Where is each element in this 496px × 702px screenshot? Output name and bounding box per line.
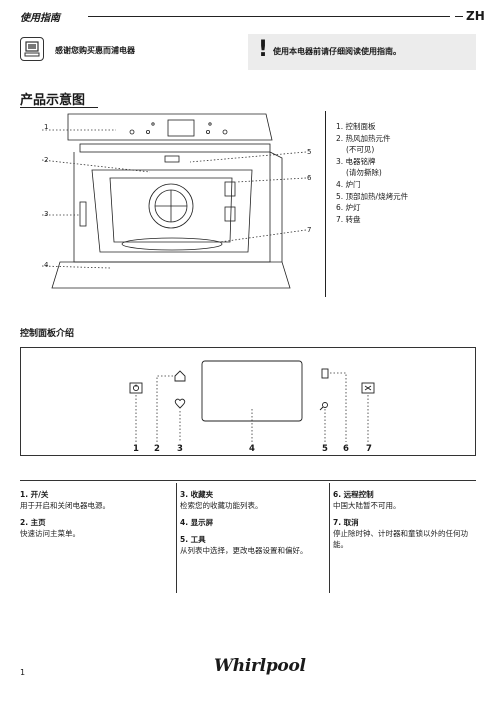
brand-logo: Whirlpool <box>214 656 306 676</box>
parts-list: 1. 控制面板 2. 热风加热元件 (不可见) 3. 电器铭牌 (请勿撕除) 4… <box>336 121 408 225</box>
header-rule <box>88 16 450 17</box>
callout-2: 2 <box>44 156 49 164</box>
panel-number-4: 4 <box>249 444 255 454</box>
panel-number-2: 2 <box>154 444 160 454</box>
description-column-1: 1. 开/关 用于开启和关闭电器电源。 2. 主页 快速访问主菜单。 <box>20 489 170 539</box>
item-heading: 5. 工具 <box>180 535 206 544</box>
item-heading: 7. 取消 <box>333 518 359 527</box>
panel-number-6: 6 <box>343 444 349 454</box>
description-column-3: 6. 远程控制 中国大陆暂不可用。 7. 取消 停止除时钟、计时器和童锁以外的任… <box>333 489 473 550</box>
column-divider <box>329 483 330 593</box>
column-divider <box>176 483 177 593</box>
panel-section-title: 控制面板介绍 <box>20 329 75 339</box>
callout-4: 4 <box>44 261 49 269</box>
callout-7: 7 <box>307 226 312 234</box>
description-column-2: 3. 收藏夹 检索您的收藏功能列表。 4. 显示屏 5. 工具 从列表中选择，更… <box>180 489 325 556</box>
item-heading: 1. 开/关 <box>20 490 49 499</box>
item-body: 用于开启和关闭电器电源。 <box>20 501 110 510</box>
description-rule <box>20 480 476 481</box>
parts-note: (不可见) <box>346 145 375 155</box>
language-code: ZH <box>466 9 485 23</box>
computer-icon <box>20 37 44 61</box>
item-heading: 2. 主页 <box>20 518 46 527</box>
panel-number-3: 3 <box>177 444 183 454</box>
callout-6: 6 <box>307 174 312 182</box>
parts-item: 7. 转盘 <box>336 214 361 224</box>
control-panel-box <box>20 347 476 456</box>
parts-divider <box>325 111 326 297</box>
warning-box <box>248 34 476 70</box>
item-body: 停止除时钟、计时器和童锁以外的任何功能。 <box>333 529 468 549</box>
callout-5: 5 <box>307 148 312 156</box>
callout-3: 3 <box>44 210 49 218</box>
page-number: 1 <box>20 668 26 677</box>
item-heading: 6. 远程控制 <box>333 490 374 499</box>
item-heading: 3. 收藏夹 <box>180 490 214 499</box>
item-body: 从列表中选择，更改电器设置和偏好。 <box>180 546 308 555</box>
section-underline <box>20 107 98 108</box>
header-title: 使用指南 <box>20 13 60 24</box>
parts-item: 1. 控制面板 <box>336 122 376 131</box>
thanks-text: 感谢您购买惠而浦电器 <box>55 46 135 55</box>
item-body: 中国大陆暂不可用。 <box>333 501 401 510</box>
warning-text: 使用本电器前请仔细阅读使用指南。 <box>273 47 401 56</box>
oven-diagram <box>41 113 307 289</box>
parts-item: 6. 炉灯 <box>336 203 361 213</box>
header-rule-short <box>455 16 463 17</box>
panel-number-7: 7 <box>366 444 372 454</box>
parts-item: 5. 顶部加热/烧烤元件 <box>336 191 409 201</box>
parts-item: 4. 炉门 <box>336 179 361 189</box>
parts-item: 3. 电器铭牌 <box>336 156 376 166</box>
parts-note: (请勿撕除) <box>346 168 382 178</box>
panel-number-5: 5 <box>322 444 328 454</box>
item-body: 快速访问主菜单。 <box>20 529 80 538</box>
parts-item: 2. 热风加热元件 <box>336 133 391 143</box>
product-section-title: 产品示意图 <box>20 93 86 108</box>
item-heading: 4. 显示屏 <box>180 518 214 527</box>
control-panel-diagram <box>129 360 375 442</box>
panel-number-1: 1 <box>133 444 139 454</box>
item-body: 检索您的收藏功能列表。 <box>180 501 263 510</box>
callout-1: 1 <box>44 123 49 131</box>
exclamation-icon: ! <box>258 37 269 62</box>
